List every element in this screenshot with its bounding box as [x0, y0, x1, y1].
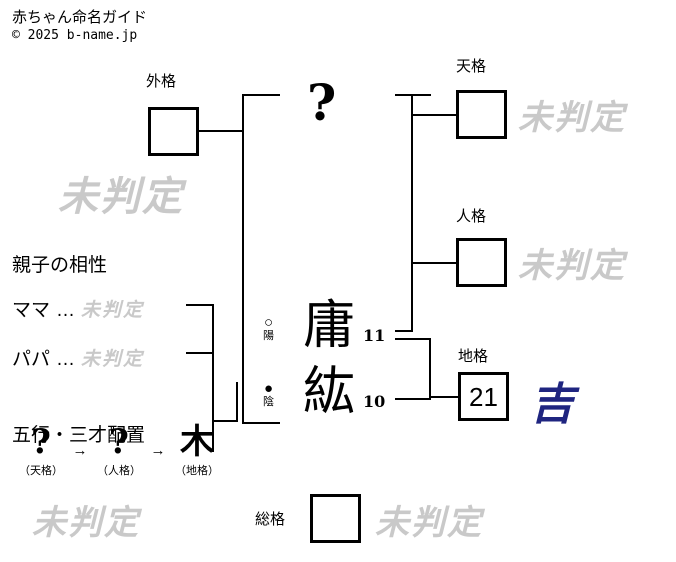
polarity-mark-yin: ●	[263, 380, 274, 397]
gogyo-arrow-2: →	[150, 442, 166, 459]
connector-tenkaku-vertical	[411, 94, 413, 116]
jinkaku-label: 人格	[456, 208, 487, 225]
compatibility-who-papa: パパ	[12, 349, 51, 370]
surname-placeholder[interactable]: ?	[307, 73, 337, 132]
gogyo-glyph-tenkaku: ?	[31, 422, 51, 462]
chikaku-verdict: 吉	[530, 379, 574, 430]
connector-jinkaku-from-char1	[395, 330, 413, 332]
stroke-count-2: 10	[363, 392, 386, 411]
connector-tenkaku-top	[395, 94, 431, 96]
compatibility-title: 親子の相性	[12, 255, 108, 276]
connector-chikaku-top	[395, 338, 431, 340]
tenkaku-verdict: 未判定	[518, 98, 626, 138]
name-character-1[interactable]: 庸	[303, 296, 356, 356]
tenkaku-label: 天格	[456, 58, 487, 75]
connector-jinkaku-horizontal	[411, 262, 457, 264]
gogyo-arrow-1: →	[72, 442, 88, 459]
connector-chikaku-bottom	[395, 398, 431, 400]
name-character-2[interactable]: 紘	[303, 362, 356, 422]
connector-center-top	[242, 94, 280, 96]
compatibility-result-papa: 未判定	[81, 348, 145, 370]
soukaku-box[interactable]	[310, 494, 361, 543]
gogyo-sub-chikaku: （地格）	[175, 464, 219, 477]
gogyo-glyph-jinkaku: ?	[109, 422, 129, 462]
gogyo-title: 五行・三才配置	[12, 425, 146, 446]
polarity-label-yin: 陰	[263, 395, 274, 408]
chikaku-label: 地格	[458, 348, 489, 365]
copyright-notice: © 2025 b-name.jp	[12, 28, 138, 43]
compatibility-row-papa: パパ … 未判定	[12, 344, 144, 371]
gogyo-cell-jinkaku: ? （人格）	[88, 422, 150, 478]
connector-chikaku-horizontal	[429, 396, 459, 398]
polarity-label-yang: 陽	[263, 329, 274, 342]
gogyo-verdict: 未判定	[32, 503, 140, 543]
compatibility-result-mama: 未判定	[81, 299, 145, 321]
polarity-marker-char1: ○ 陽	[263, 315, 274, 342]
connector-center-bottom	[242, 422, 280, 424]
gaikaku-box[interactable]	[148, 107, 199, 156]
connector-compat-vertical	[212, 304, 214, 452]
gogyo-sub-tenkaku: （天格）	[19, 464, 63, 477]
gogyo-cell-chikaku: 木 （地格）	[166, 422, 228, 478]
connector-jinkaku-vertical	[411, 114, 413, 332]
gogyo-sub-jinkaku: （人格）	[97, 464, 141, 477]
connector-chikaku-vertical	[429, 338, 431, 400]
connector-tenkaku-horizontal	[411, 114, 457, 116]
connector-center-vertical	[242, 94, 244, 424]
jinkaku-verdict: 未判定	[518, 246, 626, 286]
jinkaku-box[interactable]	[456, 238, 507, 287]
polarity-mark-yang: ○	[263, 314, 274, 331]
chikaku-box[interactable]: 21	[458, 372, 509, 421]
gogyo-glyph-chikaku: 木	[180, 422, 214, 462]
connector-gogyo-vertical	[236, 382, 238, 422]
compatibility-who-mama: ママ	[12, 300, 51, 321]
connector-compat-mama	[186, 304, 214, 306]
soukaku-verdict: 未判定	[375, 503, 483, 543]
connector-compat-papa	[186, 352, 214, 354]
gogyo-cell-tenkaku: ? （天格）	[10, 422, 72, 478]
compatibility-dots-mama: …	[56, 300, 76, 321]
connector-gaikaku-horizontal	[199, 130, 243, 132]
gaikaku-label: 外格	[146, 73, 177, 90]
compatibility-dots-papa: …	[56, 349, 76, 370]
compatibility-row-mama: ママ … 未判定	[12, 295, 144, 322]
polarity-marker-char2: ● 陰	[263, 381, 274, 408]
tenkaku-box[interactable]	[456, 90, 507, 139]
soukaku-label: 総格	[255, 511, 286, 528]
gaikaku-verdict: 未判定	[58, 173, 184, 220]
site-title: 赤ちゃん命名ガイド	[12, 9, 148, 26]
connector-gogyo-horizontal	[212, 420, 238, 422]
stroke-count-1: 11	[363, 326, 386, 345]
gogyo-row: ? （天格） → ? （人格） → 木 （地格）	[10, 422, 228, 478]
